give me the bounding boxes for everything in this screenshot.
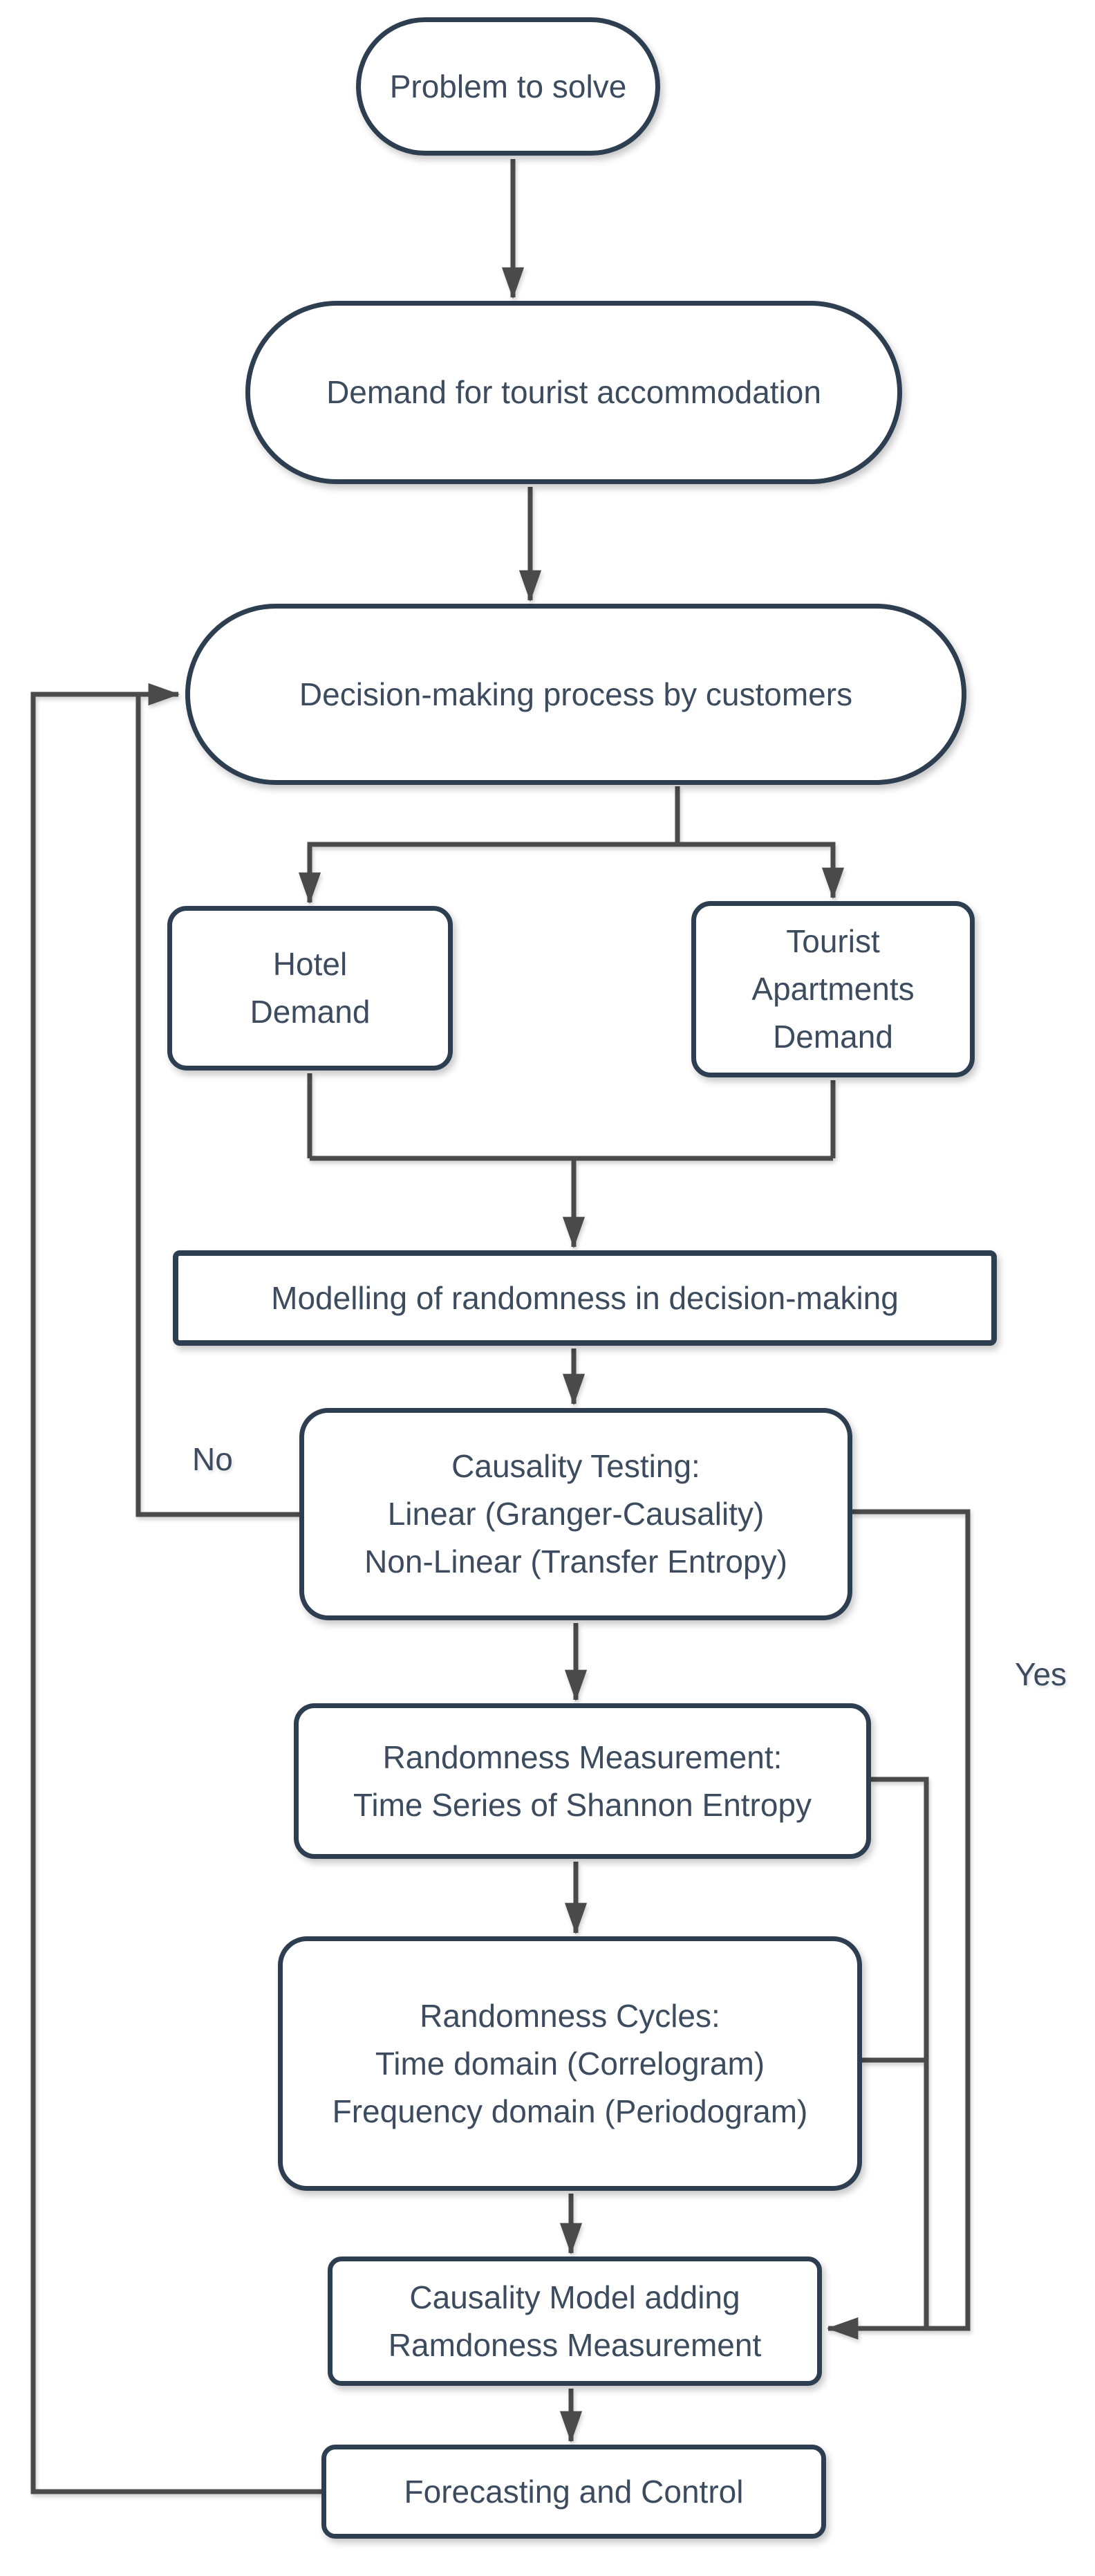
node-causality-testing: Causality Testing: Linear (Granger-Causa… (299, 1408, 852, 1620)
node-problem-label: Problem to solve (389, 68, 627, 104)
node-problem: Problem to solve (356, 17, 660, 156)
node-causality-model: Causality Model adding Ramdoness Measure… (328, 2257, 822, 2386)
connector-no-feedback (135, 696, 299, 1517)
node-decision-label: Decision-making process by customers (299, 676, 853, 712)
node-hotel-demand-label: Hotel Demand (250, 946, 371, 1030)
node-randomness-measurement: Randomness Measurement: Time Series of S… (294, 1703, 871, 1859)
node-hotel-demand: Hotel Demand (167, 906, 453, 1071)
edge-label-no: No (192, 1441, 233, 1477)
node-forecasting-label: Forecasting and Control (404, 2473, 744, 2510)
node-randomness-cycles-label: Randomness Cycles: Time domain (Correlog… (332, 1997, 808, 2129)
connector-split-to-tourist (677, 842, 845, 900)
connector-randmeas-right-drop (871, 1777, 929, 2328)
connector-split-to-hotel (298, 842, 677, 905)
node-demand: Demand for tourist accommodation (245, 301, 902, 484)
connector-forecast-feedback-to-decision (30, 683, 321, 2494)
node-causality-testing-label: Causality Testing: Linear (Granger-Causa… (364, 1448, 787, 1579)
node-causality-model-label: Causality Model adding Ramdoness Measure… (388, 2279, 762, 2363)
node-tourist-apartments-demand-label: Tourist Apartments Demand (751, 923, 915, 1055)
node-modelling: Modelling of randomness in decision-maki… (173, 1250, 997, 1346)
edge-label-yes: Yes (1015, 1656, 1067, 1692)
connector-yes-to-causality-model (826, 1509, 971, 2340)
node-randomness-measurement-label: Randomness Measurement: Time Series of S… (353, 1739, 812, 1823)
node-forecasting: Forecasting and Control (321, 2445, 826, 2539)
node-tourist-apartments-demand: Tourist Apartments Demand (691, 901, 975, 1077)
node-demand-label: Demand for tourist accommodation (326, 374, 821, 410)
node-randomness-cycles: Randomness Cycles: Time domain (Correlog… (278, 1936, 862, 2191)
node-decision: Decision-making process by customers (185, 604, 966, 785)
node-modelling-label: Modelling of randomness in decision-maki… (271, 1279, 899, 1316)
